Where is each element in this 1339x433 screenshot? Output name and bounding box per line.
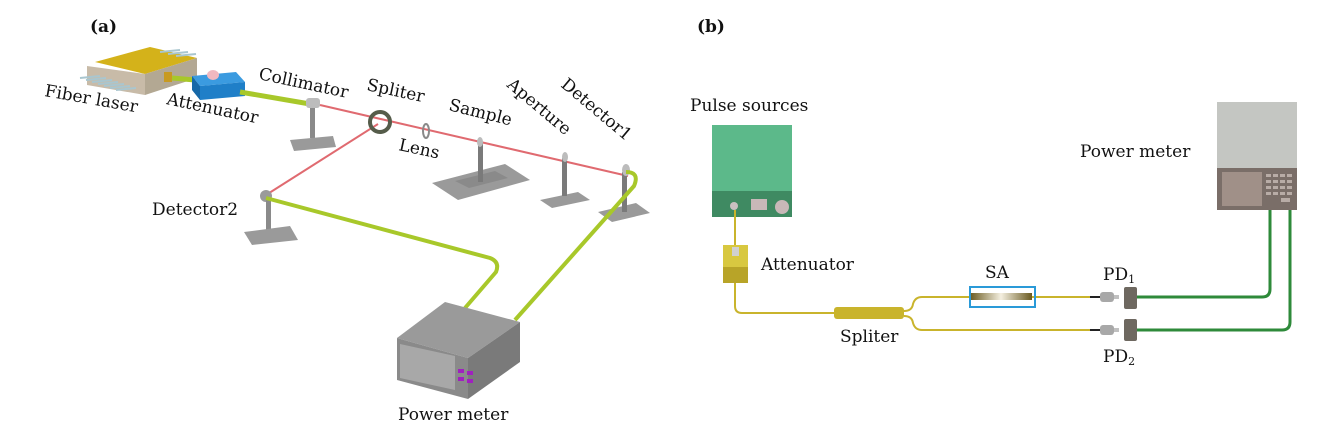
fiber-a1 [171,75,196,83]
fiber-pd2 [1137,205,1292,332]
label-spliter-a: Spliter [365,75,427,107]
label-sample: Sample [447,95,514,130]
attenuator-a [192,70,245,100]
panel-b-tag: (b) [697,17,725,37]
meter-buttons [458,369,473,383]
detector1-mount [598,164,650,222]
pd2 [1090,319,1137,341]
fiber-laser [79,47,197,95]
label-detector2: Detector2 [152,200,238,220]
sa-element [970,293,1032,300]
sample-stage [432,137,530,200]
fiber-detector1 [513,170,638,322]
fiber-arm-upper [903,296,1090,312]
label-pd1: PD1 [1103,265,1135,286]
label-pulse-sources: Pulse sources [690,96,808,116]
label-pd2: PD2 [1103,347,1135,368]
lens [422,123,430,139]
spliter-b [834,307,904,319]
label-attenuator-b: Attenuator [760,255,855,275]
pd1-sub: 1 [1128,273,1135,286]
attenuator-b [723,245,748,283]
laser-beam-reflected [265,123,379,196]
label-power-meter-b: Power meter [1080,142,1191,162]
power-meter-a [397,302,520,399]
power-meter-b [1217,102,1297,210]
pd1-text: PD [1103,265,1128,285]
fiber-pd1 [1137,205,1272,299]
panel-a-tag: (a) [90,17,117,37]
sa-box [969,286,1036,308]
fiber-arm-lower [903,315,1090,331]
label-spliter-b: Spliter [840,327,899,347]
pd2-text: PD [1103,347,1128,367]
label-detector1: Detector1 [557,75,636,146]
pulse-source [712,125,792,217]
fiber-b2 [734,283,835,314]
label-lens: Lens [397,135,441,163]
label-sa: SA [985,263,1010,283]
fiber-a2 [239,89,311,107]
collimator-mount [290,98,336,151]
pd2-sub: 2 [1128,355,1135,368]
spliter-a [368,110,392,134]
aperture-mount [540,152,590,208]
fiber-detector2 [265,196,500,310]
label-power-meter-a: Power meter [398,405,509,425]
pd1 [1090,287,1137,309]
detector2-mount [244,190,298,245]
